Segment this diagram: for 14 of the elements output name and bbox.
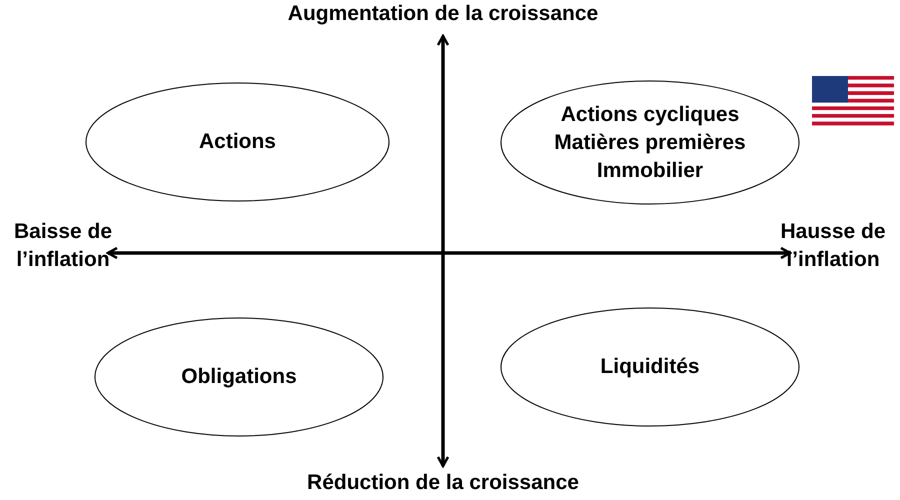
axis-label: Hausse de l’inflation [779,219,887,273]
axis-label: Baisse de l’inflation [12,219,114,273]
axis-title: Augmentation de la croissance [286,1,600,27]
asset-class-label: Actions [198,129,276,155]
asset-class-label: Matières premières [554,130,746,156]
asset-class-label: Liquidités [600,354,700,380]
ellipse [500,80,800,205]
ellipse [500,307,800,427]
axis-title: Réduction de la croissance [306,470,580,496]
ellipse [94,317,384,437]
asset-class-label: Obligations [181,364,297,390]
asset-class-label: Actions cycliques [560,102,740,128]
ellipse [85,82,390,202]
asset-class-label: Immobilier [596,158,704,184]
